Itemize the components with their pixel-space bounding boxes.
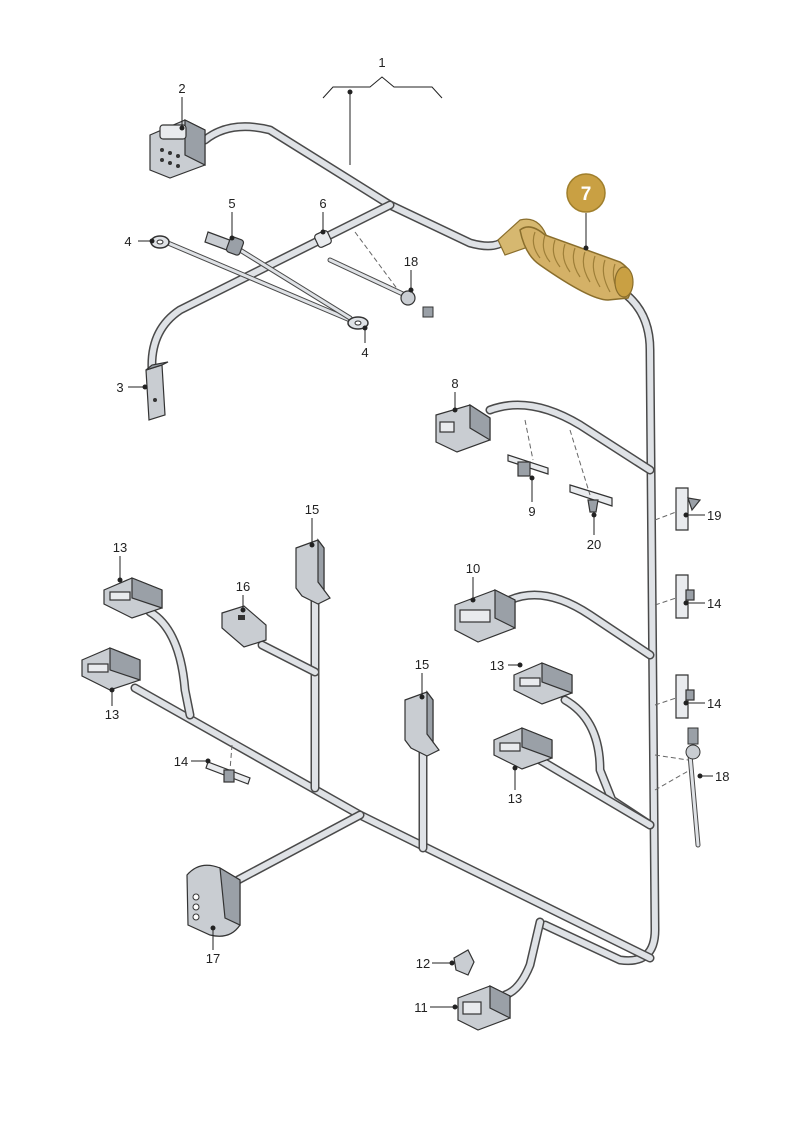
- protective-sleeve-7: [497, 218, 634, 301]
- label-3: 3: [116, 380, 123, 395]
- label-5: 5: [228, 196, 235, 211]
- clip-20: [569, 484, 613, 513]
- connector-8: [435, 403, 491, 453]
- cable-tie-18-lower: [685, 727, 701, 848]
- ground-cables: [165, 240, 353, 323]
- connector-2: [149, 119, 206, 179]
- label-7: 7: [581, 184, 592, 205]
- callout-badge-7: 7: [566, 173, 606, 213]
- label-14-lower-left: 14: [174, 754, 188, 769]
- callout-labels: 1 2 3 4 4 5 6 18 8 9 20 19 14 14 18 10 1…: [105, 55, 730, 1015]
- label-15-right: 15: [415, 657, 429, 672]
- label-14-right-upper: 14: [707, 596, 721, 611]
- connector-13-right-lower: [493, 727, 553, 770]
- clip-12: [453, 949, 475, 976]
- upper-harness-wires: [147, 122, 660, 966]
- label-9: 9: [528, 504, 535, 519]
- callout-leaders: [109, 76, 713, 1010]
- label-18-lower: 18: [715, 769, 729, 784]
- label-10: 10: [466, 561, 480, 576]
- label-20: 20: [587, 537, 601, 552]
- lower-harness-wires: [130, 590, 655, 1000]
- label-11: 11: [414, 1000, 428, 1015]
- ring-terminal-lower: [347, 316, 369, 330]
- sleeve-6: [314, 230, 332, 248]
- bracket-14-lower-left: [205, 761, 251, 785]
- connector-17: [186, 864, 241, 937]
- label-18-upper: 18: [404, 254, 418, 269]
- label-12: 12: [416, 956, 430, 971]
- label-13-right-lower: 13: [508, 791, 522, 806]
- connector-13-top-left: [103, 577, 163, 619]
- dashed-guides: [229, 231, 691, 791]
- connector-13-right-upper: [513, 662, 573, 705]
- connector-11: [457, 985, 511, 1031]
- connector-15-left: [295, 538, 331, 605]
- label-15-left: 15: [305, 502, 319, 517]
- label-8: 8: [451, 376, 458, 391]
- label-16: 16: [236, 579, 250, 594]
- label-4-upper: 4: [124, 234, 131, 249]
- label-13-right-upper: 13: [490, 658, 504, 673]
- bracket-14-middle: [675, 674, 695, 719]
- connector-13-bottom-left: [81, 647, 141, 691]
- connector-15-right: [404, 690, 440, 757]
- bracket-14-upper: [675, 574, 695, 619]
- connector-10: [454, 589, 516, 643]
- bracket-19: [675, 487, 702, 531]
- label-17: 17: [206, 951, 220, 966]
- label-13-bottom-left: 13: [105, 707, 119, 722]
- badge-7-circle: [566, 173, 606, 213]
- label-19: 19: [707, 508, 721, 523]
- connector-3: [145, 361, 169, 421]
- label-6: 6: [319, 196, 326, 211]
- label-14-right-lower: 14: [707, 696, 721, 711]
- cable-tie-18-upper: [327, 257, 434, 318]
- label-2: 2: [178, 81, 185, 96]
- sensor-5: [204, 231, 245, 256]
- label-13-top-left: 13: [113, 540, 127, 555]
- sensor-16: [221, 605, 267, 648]
- label-1: 1: [378, 55, 385, 70]
- clip-9: [507, 454, 549, 477]
- label-4-lower: 4: [361, 345, 368, 360]
